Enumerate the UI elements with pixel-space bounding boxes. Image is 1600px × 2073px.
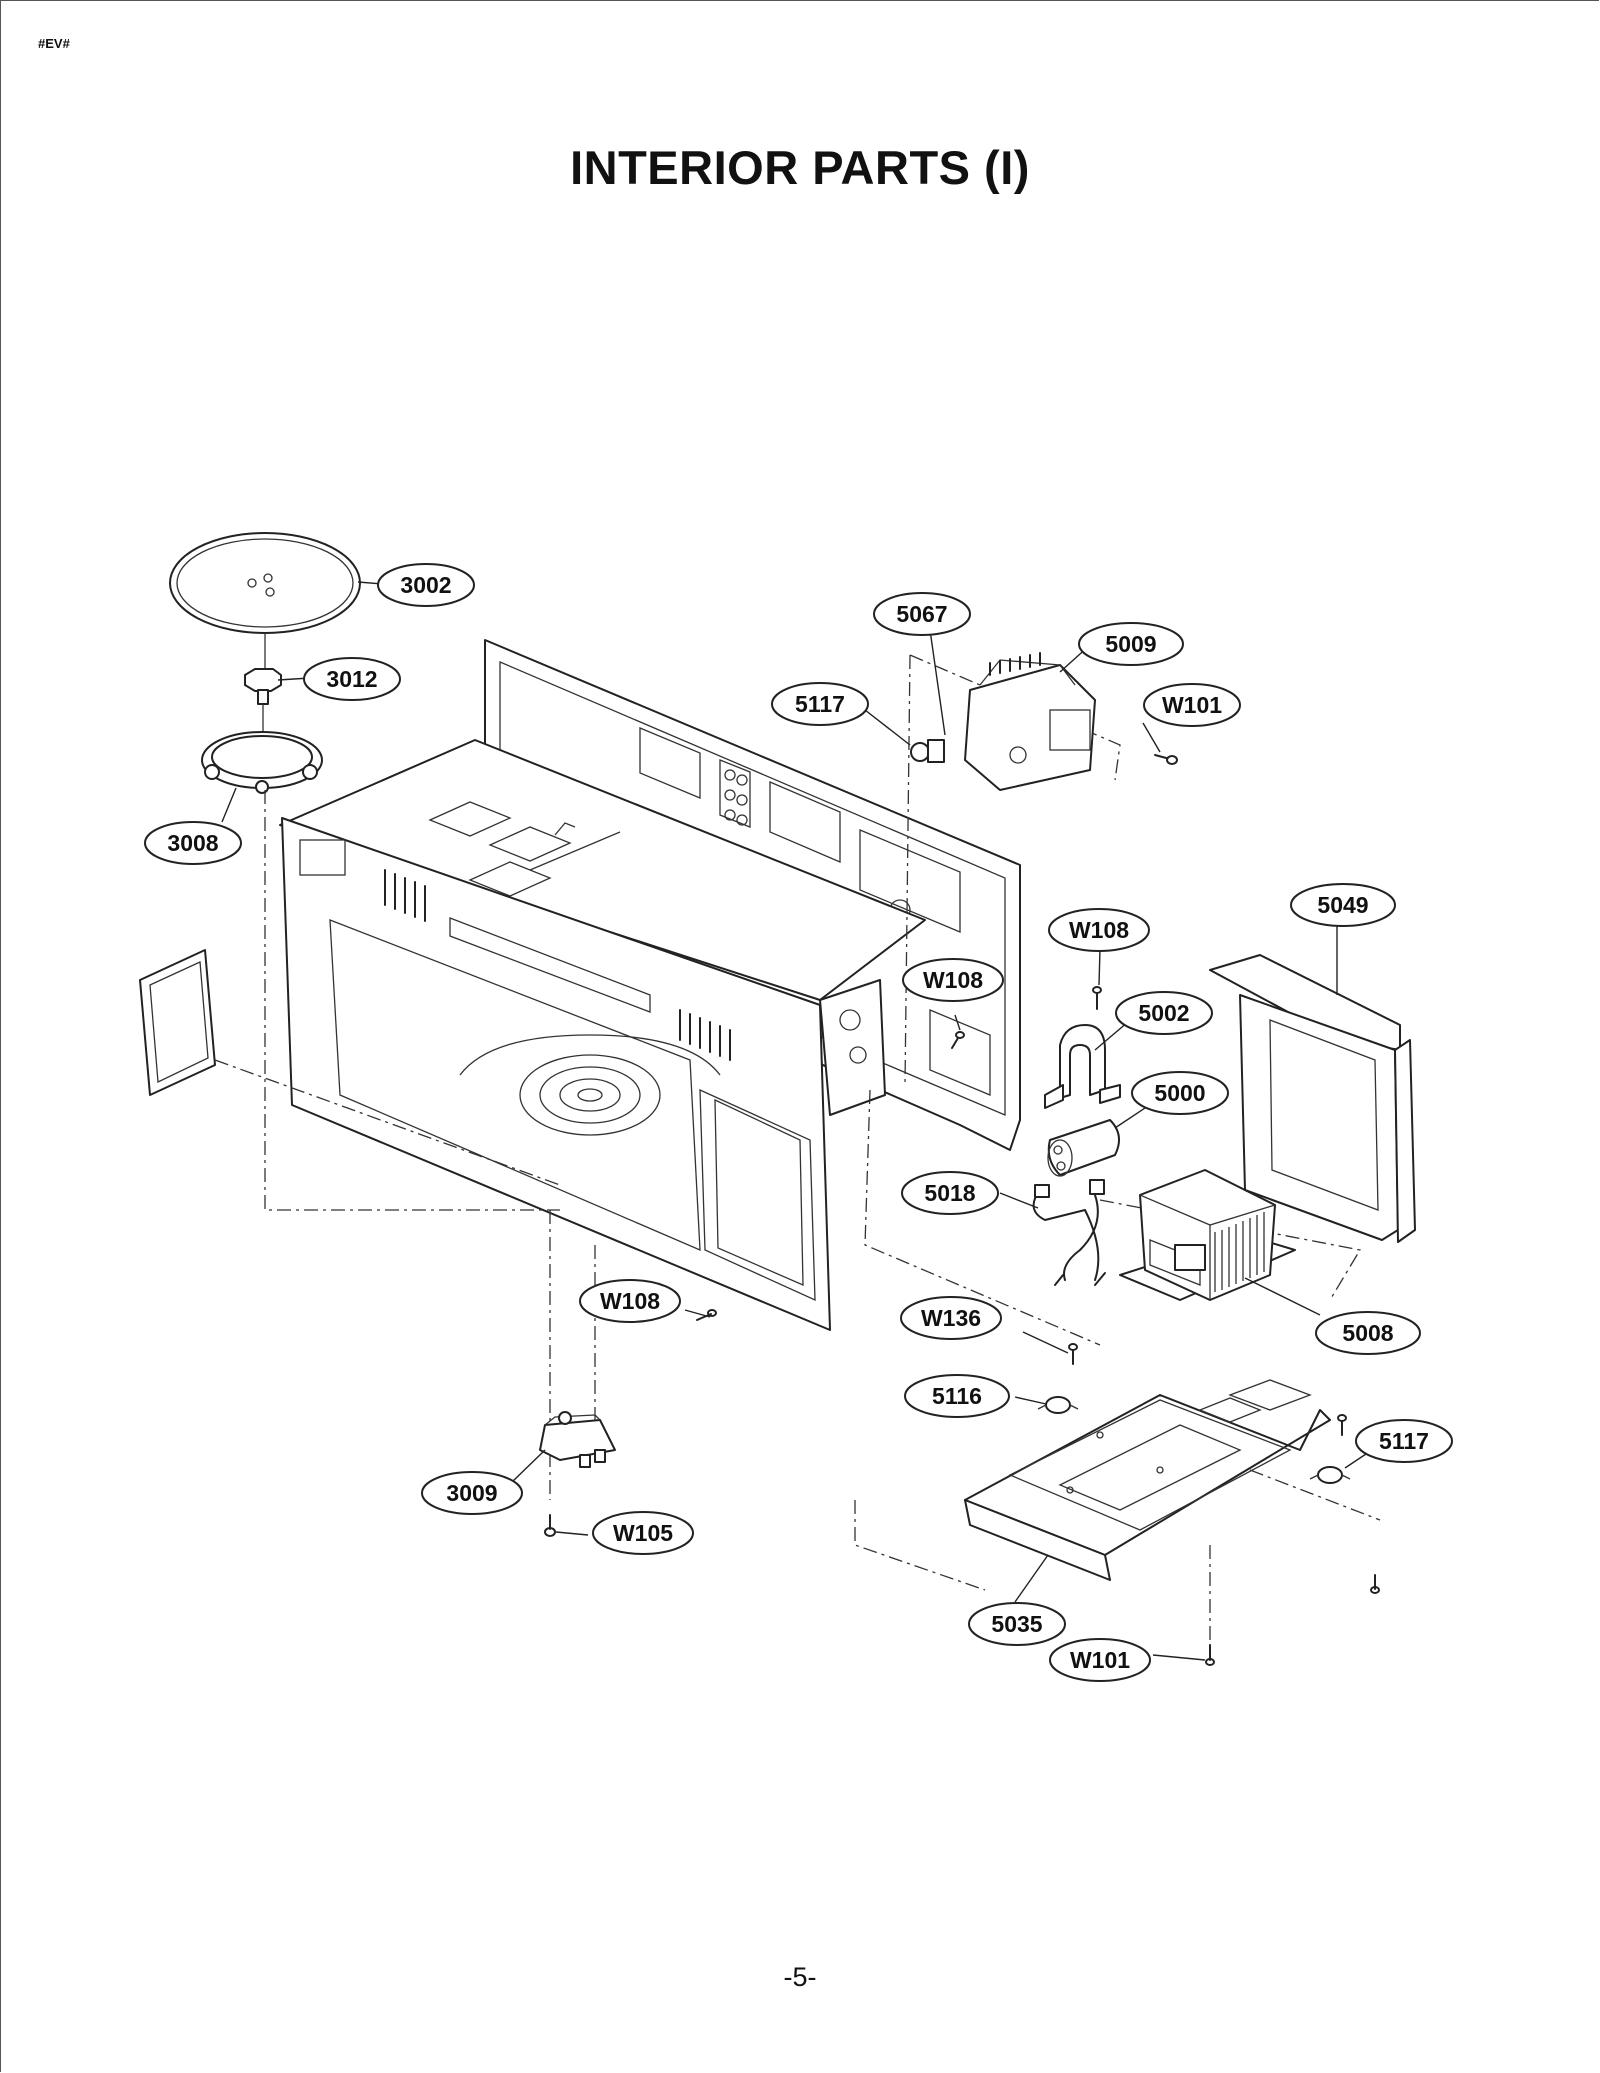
callout-3002: 3002 xyxy=(377,563,475,607)
callout-label: W136 xyxy=(921,1305,981,1331)
callout-3008: 3008 xyxy=(144,821,242,865)
callout-label: W108 xyxy=(600,1288,660,1314)
screw-w108-lower xyxy=(696,1309,717,1321)
callout-label: W105 xyxy=(613,1520,673,1546)
callout-label: 3002 xyxy=(400,572,451,598)
callout-label: W101 xyxy=(1070,1647,1130,1673)
callout-label: 3008 xyxy=(167,830,218,856)
base-plate xyxy=(964,1379,1331,1581)
screw-right-top xyxy=(1337,1414,1347,1436)
magnetron xyxy=(964,652,1096,791)
roller-ring xyxy=(201,731,323,794)
callout-5018: 5018 xyxy=(901,1171,999,1215)
callout-label: 5002 xyxy=(1138,1000,1189,1026)
callout-w108-right: W108 xyxy=(1048,908,1150,952)
callout-label: 5117 xyxy=(795,691,845,717)
callout-5117-upper: 5117 xyxy=(771,682,869,726)
callout-label: 5067 xyxy=(896,601,947,627)
side-bracket xyxy=(819,979,886,1116)
callout-5067: 5067 xyxy=(873,592,971,636)
screw-w108-middle xyxy=(951,1031,965,1049)
callout-w101-lower: W101 xyxy=(1049,1638,1151,1682)
callout-5117-lower: 5117 xyxy=(1355,1419,1453,1463)
thermostat-upper xyxy=(910,739,945,763)
coupler xyxy=(244,668,282,705)
callout-label: 3012 xyxy=(326,666,377,692)
callout-w105: W105 xyxy=(592,1511,694,1555)
screw-right-low xyxy=(1370,1574,1380,1594)
callout-label: 5035 xyxy=(991,1611,1042,1637)
page-title: INTERIOR PARTS (I) xyxy=(570,141,1030,194)
hv-capacitor xyxy=(1047,1119,1120,1177)
callout-label: 5117 xyxy=(1379,1428,1429,1454)
fan-guide xyxy=(1209,954,1416,1243)
callout-5000: 5000 xyxy=(1131,1071,1229,1115)
page-number: -5- xyxy=(783,1962,817,1992)
callout-label: 5008 xyxy=(1342,1320,1393,1346)
screw-w108-upper xyxy=(1092,986,1102,1010)
hv-transformer xyxy=(1119,1169,1296,1301)
screw-w136 xyxy=(1068,1343,1078,1365)
callout-5008: 5008 xyxy=(1315,1311,1421,1355)
callout-3012: 3012 xyxy=(303,657,401,701)
screw-w101-lower xyxy=(1205,1644,1215,1666)
capacitor-bracket xyxy=(1044,1024,1121,1109)
callout-label: 5000 xyxy=(1154,1080,1205,1106)
thermostat-5116 xyxy=(1037,1396,1079,1414)
callout-label: 5116 xyxy=(932,1383,982,1409)
callout-5116: 5116 xyxy=(904,1374,1010,1418)
callout-w108-lower: W108 xyxy=(579,1279,681,1323)
callout-label: 5049 xyxy=(1317,892,1368,918)
cavity-body xyxy=(279,739,926,1331)
hv-diode xyxy=(1032,1179,1106,1286)
waveguide-cover xyxy=(139,949,216,1096)
turntable-tray xyxy=(169,532,361,634)
leader-lines xyxy=(221,581,1379,1661)
callout-label: 3009 xyxy=(446,1480,497,1506)
screw-w105 xyxy=(544,1514,556,1537)
callout-3009: 3009 xyxy=(421,1471,523,1515)
header-code: #EV# xyxy=(38,36,70,51)
callout-label: 5018 xyxy=(924,1180,975,1206)
callout-label: W108 xyxy=(923,967,983,993)
callout-label: W108 xyxy=(1069,917,1129,943)
callout-label: W101 xyxy=(1162,692,1222,718)
thermostat-lower xyxy=(1309,1466,1351,1484)
turntable-motor xyxy=(539,1411,616,1468)
callout-5002: 5002 xyxy=(1115,991,1213,1035)
callout-w136: W136 xyxy=(900,1296,1002,1340)
callout-w108-middle: W108 xyxy=(902,958,1004,1002)
screw-w101-upper xyxy=(1154,754,1178,765)
callout-5035: 5035 xyxy=(968,1602,1066,1646)
callout-5009: 5009 xyxy=(1078,622,1184,666)
callout-label: 5009 xyxy=(1105,631,1156,657)
callout-5049: 5049 xyxy=(1290,883,1396,927)
callout-w101-upper: W101 xyxy=(1143,683,1241,727)
